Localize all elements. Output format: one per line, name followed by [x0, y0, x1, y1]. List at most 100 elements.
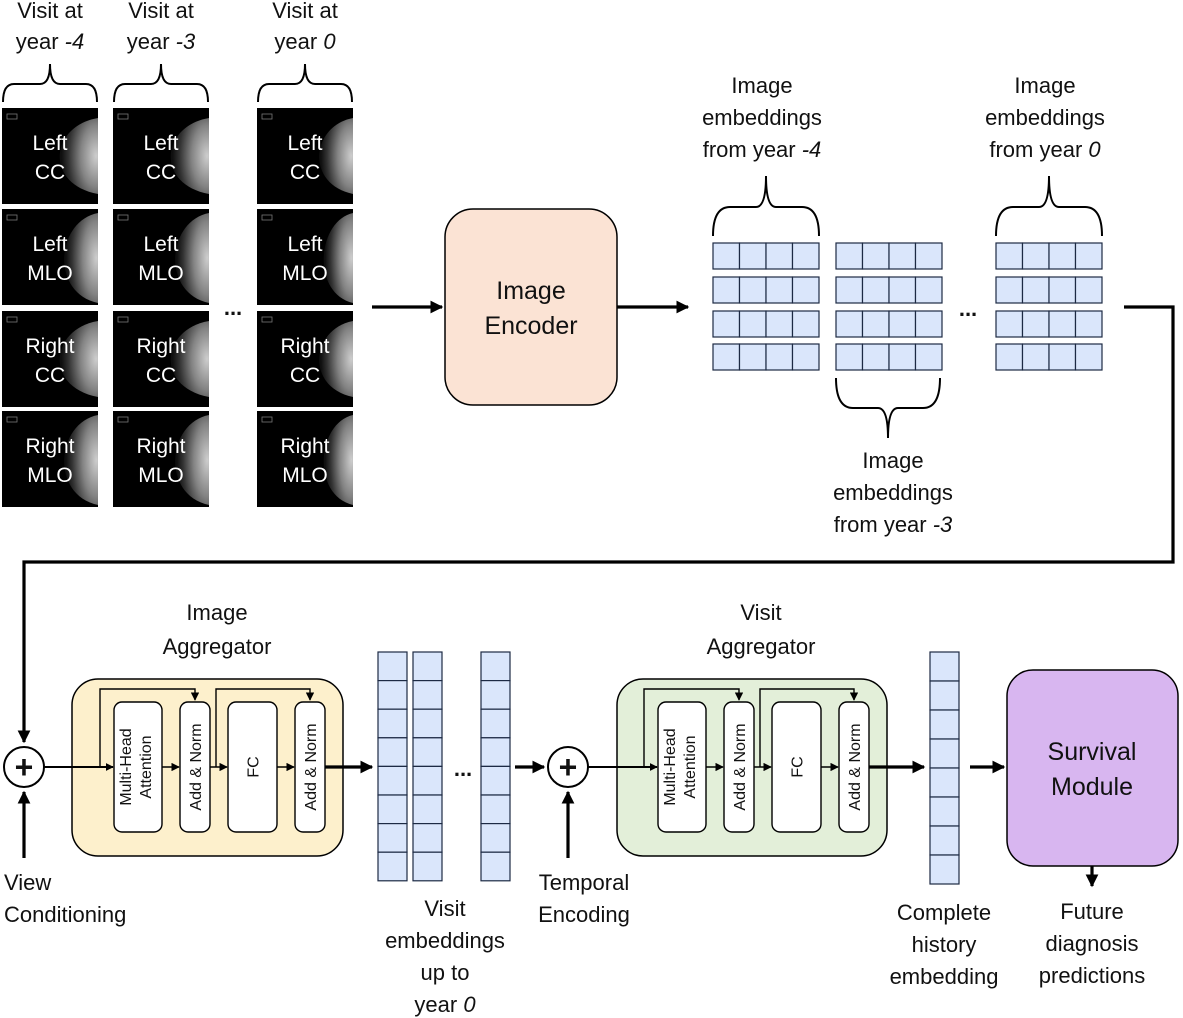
label-emb-year-m3: Image embeddings from year -3 [833, 448, 953, 537]
embedding-cell [377, 822, 408, 853]
embedding-cell [791, 310, 820, 338]
svg-text:FC: FC [790, 756, 807, 777]
view-label-line2: CC [290, 364, 320, 387]
visit-embedding-column [377, 651, 408, 882]
svg-text:up to: up to [421, 960, 470, 985]
label-emb-year-m4: Image embeddings from year -4 [702, 73, 822, 162]
svg-text:embeddings: embeddings [985, 105, 1105, 130]
embedding-cell [712, 242, 741, 270]
embedding-cell [914, 310, 943, 338]
embedding-cell [929, 680, 960, 711]
embedding-cell [480, 651, 511, 682]
embedding-cell [929, 796, 960, 827]
svg-text:year -4: year -4 [16, 29, 84, 54]
view-conditioning-label-1: View [4, 870, 51, 895]
svg-text:FC: FC [246, 756, 263, 777]
view-label-line1: Left [287, 233, 322, 256]
view-label-line1: Left [287, 132, 322, 155]
embedding-cell [738, 242, 767, 270]
embedding-cell [888, 343, 917, 371]
embedding-cell [738, 343, 767, 371]
connector-to-image-aggregator [17, 305, 1175, 744]
embedding-cell [412, 822, 443, 853]
survival-module-label-1: Survival [1048, 738, 1137, 766]
view-label-line2: CC [35, 364, 65, 387]
embedding-cell [888, 242, 917, 270]
svg-text:Visit: Visit [424, 896, 465, 921]
embedding-cell [929, 767, 960, 798]
svg-text:Multi-Head: Multi-Head [662, 728, 679, 805]
embedding-cell [914, 276, 943, 304]
embedding-cell [929, 738, 960, 769]
embedding-cell [929, 854, 960, 885]
view-label-line1: Right [25, 435, 74, 458]
embedding-cell [861, 310, 890, 338]
plus-icon: + [15, 749, 34, 785]
view-label-line2: MLO [27, 464, 73, 487]
view-label-line1: Right [25, 335, 74, 358]
svg-text:from year -4: from year -4 [703, 137, 822, 162]
view-label-line1: Right [280, 335, 329, 358]
embedding-cell [412, 708, 443, 739]
embedding-cell [995, 310, 1024, 338]
embedding-cell [929, 651, 960, 682]
embedding-cell [765, 276, 794, 304]
embedding-cell [835, 310, 864, 338]
embedding-cell [888, 276, 917, 304]
embedding-cell [377, 794, 408, 825]
visit-aggregator-title-1: Visit [740, 600, 781, 625]
image-aggregator-title-1: Image [186, 600, 247, 625]
svg-text:Image: Image [731, 73, 792, 98]
visit-header-year-0: Visit at year 0 [272, 0, 338, 54]
embedding-cell [861, 343, 890, 371]
embedding-cell [1074, 242, 1103, 270]
embedding-cell [377, 737, 408, 767]
view-label-line2: CC [146, 161, 176, 184]
embedding-cell [412, 651, 443, 682]
svg-text:year -3: year -3 [127, 29, 196, 54]
view-label-line2: MLO [282, 262, 328, 285]
svg-text:Multi-Head: Multi-Head [118, 728, 135, 805]
embedding-cell [861, 242, 890, 270]
embedding-cell [1074, 343, 1103, 371]
svg-text:Future: Future [1060, 899, 1124, 924]
embedding-cell [480, 822, 511, 853]
embedding-cell [765, 242, 794, 270]
svg-text:embeddings: embeddings [702, 105, 822, 130]
add-norm-block: Add & Norm [838, 701, 870, 833]
svg-text:Visit at: Visit at [272, 0, 338, 23]
svg-text:Add & Norm: Add & Norm [303, 723, 320, 810]
residual-connection [643, 688, 744, 767]
ellipsis-visits: ... [224, 295, 242, 320]
view-label-line1: Right [280, 435, 329, 458]
embedding-cell [765, 310, 794, 338]
embedding-cell [412, 851, 443, 882]
view-label-line1: Right [136, 435, 185, 458]
image-aggregator-title-2: Aggregator [163, 634, 272, 659]
embedding-cell [914, 242, 943, 270]
label-visit-embeddings: Visit embeddings up to year 0 [385, 896, 505, 1017]
visit-aggregator-title-2: Aggregator [707, 634, 816, 659]
embedding-cell [377, 651, 408, 682]
embedding-cell [377, 765, 408, 796]
svg-text:Add & Norm: Add & Norm [188, 723, 205, 810]
survival-module-label-2: Module [1051, 773, 1133, 801]
view-label-line2: MLO [138, 262, 184, 285]
embedding-cell [1021, 276, 1050, 304]
image-encoder-label-2: Encoder [484, 312, 577, 340]
ellipsis-visit-embeddings: ... [454, 756, 472, 781]
svg-text:Visit at: Visit at [128, 0, 194, 23]
image-encoder-box [444, 208, 618, 406]
brace-visit-m3 [113, 63, 209, 103]
embedding-cell [929, 825, 960, 856]
embedding-cell [480, 765, 511, 796]
view-label-line2: CC [146, 364, 176, 387]
